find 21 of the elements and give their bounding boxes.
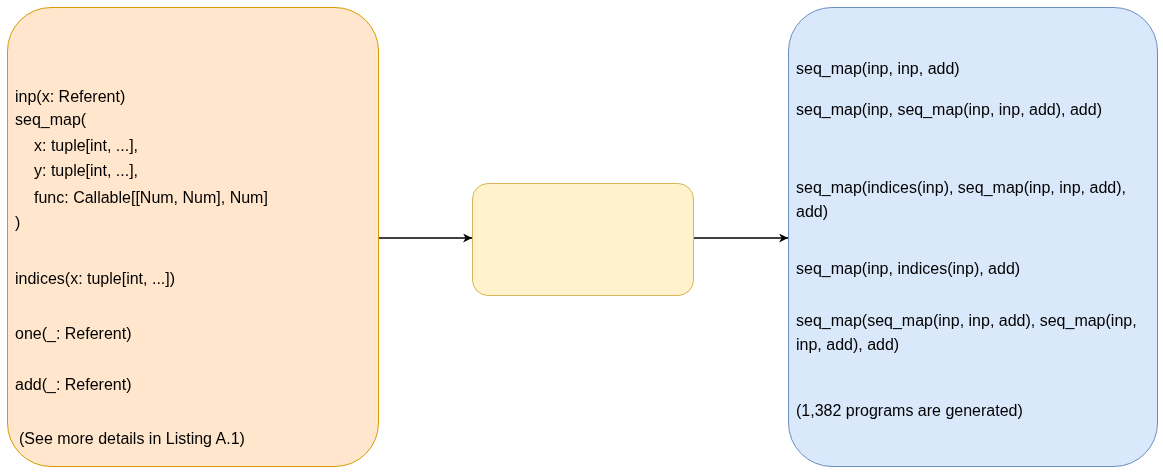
note-text: (1,382 programs are generated) [796, 401, 1024, 421]
code-line: seq_map(inp, seq_map(inp, inp, add), add) [796, 100, 1103, 120]
code-line: seq_map(inp, inp, add) [796, 59, 961, 79]
arrow [378, 233, 473, 243]
note-text: (See more details in Listing A.1) [19, 429, 245, 449]
code-line: seq_map(indices(inp), seq_map(inp, inp, add), add) [796, 178, 1127, 222]
code-line: seq_map(seq_map(inp, inp, add), seq_map(inp, inp, add), add) [796, 311, 1138, 355]
code-line: inp(x: Referent) [15, 87, 126, 107]
code-line: one(_: Referent) [15, 324, 132, 344]
code-line: seq_map(inp, indices(inp), add) [796, 259, 1022, 279]
arrow [693, 233, 789, 243]
code-line: ) [15, 213, 21, 233]
code-line: x: tuple[int, ...], [34, 136, 139, 156]
rounded-box [788, 7, 1158, 467]
empty-box [472, 183, 694, 296]
code-line: seq_map( [15, 110, 87, 130]
code-line: indices(x: tuple[int, ...]) [15, 269, 176, 289]
code-line: func: Callable[[Num, Num], Num] [34, 188, 268, 208]
code-line: y: tuple[int, ...], [34, 161, 139, 181]
code-line: add(_: Referent) [15, 375, 132, 395]
rounded-box [7, 7, 379, 467]
